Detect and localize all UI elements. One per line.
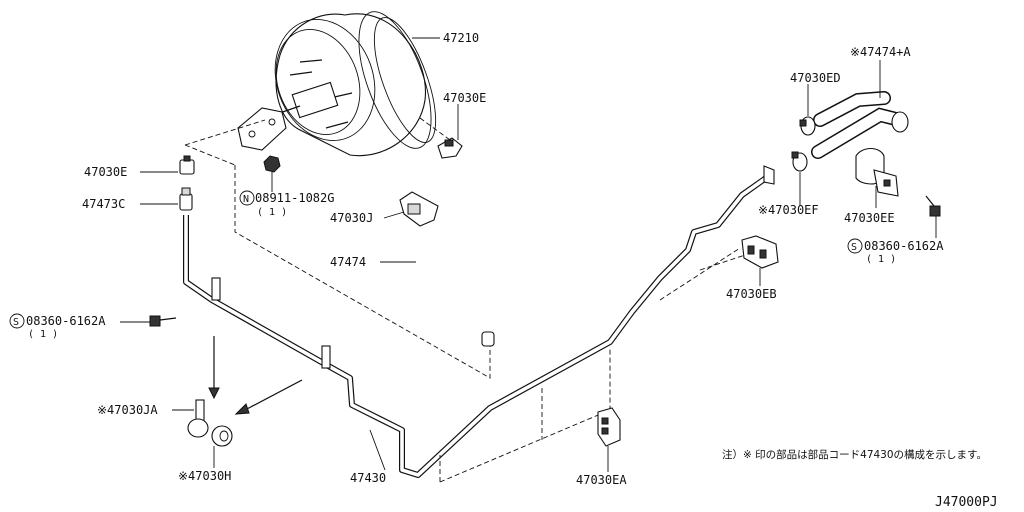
circle-S-mark-right: [847, 238, 863, 254]
circle-S-mark-left: [9, 313, 25, 329]
circle-S-letter-right: S: [851, 242, 857, 253]
clamp-47030EF: [791, 151, 808, 172]
arrow-diagonal: [244, 379, 303, 411]
label-47474A: ※47474+A: [850, 45, 911, 59]
label-47030ED: 47030ED: [790, 71, 841, 85]
label-47030EE: 47030EE: [844, 211, 895, 225]
label-47030EF: ※47030EF: [758, 203, 819, 217]
label-47030H: ※47030H: [178, 469, 231, 483]
clip-47030EA: [597, 407, 621, 447]
label-47030JA: ※47030JA: [97, 403, 158, 417]
label-47030E-top: 47030E: [443, 91, 486, 105]
hose-47474-A: [811, 91, 909, 159]
nut-08911: [263, 155, 281, 173]
label-47030EB: 47030EB: [726, 287, 777, 301]
clip-47030J: [399, 191, 439, 227]
label-47030J: 47030J: [330, 211, 373, 225]
brake-booster: [237, 11, 437, 157]
label-08360-right-qty: ( 1 ): [866, 254, 896, 265]
bolt-08360-right: [925, 195, 941, 217]
label-08911: 08911-1082G: [255, 191, 334, 205]
label-47474: 47474: [330, 255, 366, 269]
label-47030E-left: 47030E: [84, 165, 127, 179]
label-47030EA: 47030EA: [576, 473, 627, 487]
note-text: 注）※ 印の部品は部品コード47430の構成を示します。: [722, 448, 987, 461]
circle-N-letter: N: [243, 194, 249, 205]
label-08360-left: 08360-6162A: [26, 314, 106, 328]
diagram-code: J47000PJ: [935, 495, 998, 510]
clip-47030E-top: [437, 137, 463, 159]
circle-N-mark: [239, 190, 255, 206]
label-08911-qty: ( 1 ): [257, 207, 287, 218]
grommet-47030JA: [187, 399, 209, 438]
label-47473C: 47473C: [82, 197, 125, 211]
circle-S-letter-left: S: [13, 317, 19, 328]
label-47430: 47430: [350, 471, 386, 485]
bolt-08360-left: [149, 315, 177, 327]
clamp-47030ED: [799, 116, 816, 136]
label-08360-right: 08360-6162A: [864, 239, 944, 253]
clip-47030E-left: [179, 155, 195, 175]
valve-47473C: [179, 187, 193, 211]
bracket-47030EE: [855, 147, 899, 197]
label-47210: 47210: [443, 31, 479, 45]
clip-47030EB: [741, 235, 779, 269]
grommet-47030H: [211, 425, 233, 447]
label-08360-left-qty: ( 1 ): [28, 329, 58, 340]
vacuum-pipe-47430: [183, 165, 775, 478]
